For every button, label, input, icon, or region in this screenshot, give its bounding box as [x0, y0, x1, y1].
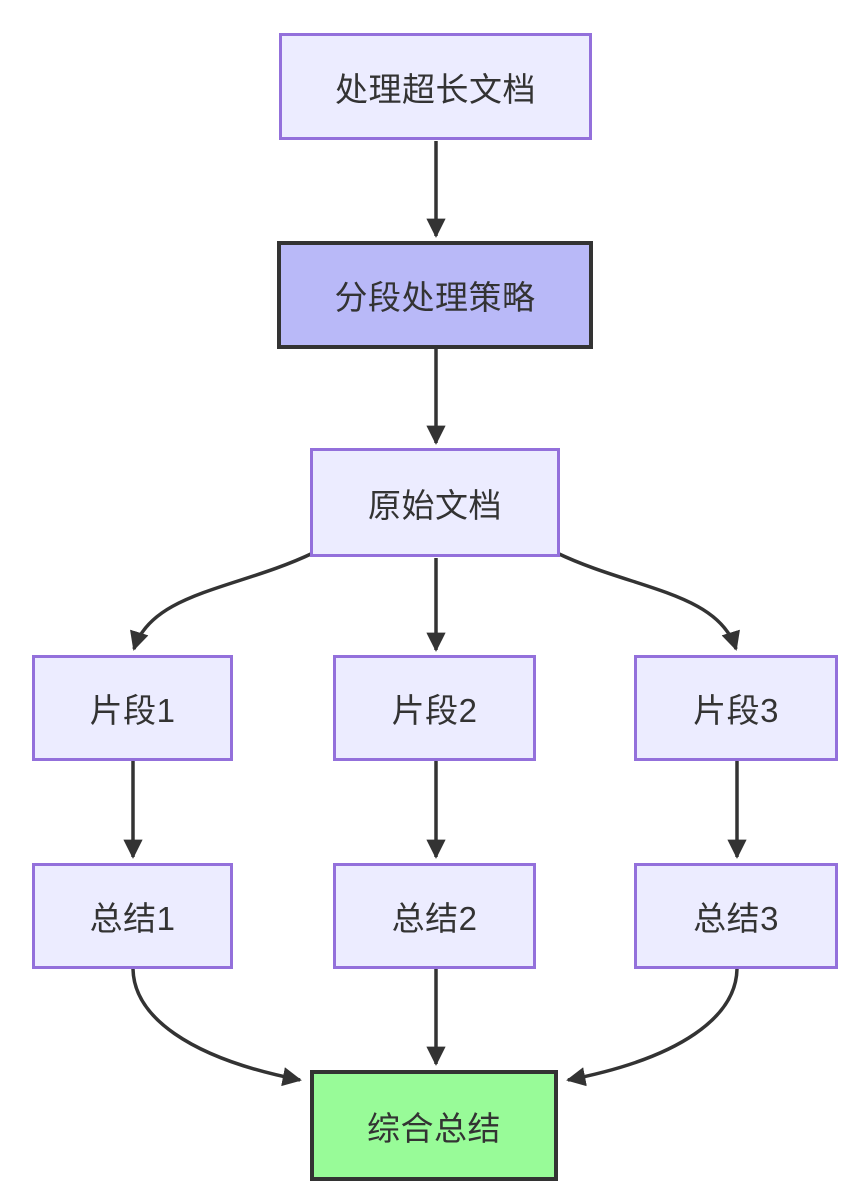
node-segment-1: 片段1: [32, 655, 233, 761]
node-final-summary: 综合总结: [310, 1070, 558, 1181]
node-original-doc: 原始文档: [310, 448, 560, 557]
node-segment-2: 片段2: [333, 655, 536, 761]
node-segment-strategy: 分段处理策略: [277, 241, 593, 349]
edge-original-to-seg1: [130, 551, 314, 651]
node-summary-1: 总结1: [32, 863, 233, 969]
node-process-long-doc: 处理超长文档: [279, 33, 592, 140]
edge-original-to-seg3: [556, 551, 740, 651]
node-summary-3: 总结3: [634, 863, 838, 969]
node-summary-2: 总结2: [333, 863, 536, 969]
edge-sum3-to-final: [566, 968, 739, 1087]
edge-sum1-to-final: [131, 968, 302, 1087]
node-segment-3: 片段3: [634, 655, 838, 761]
